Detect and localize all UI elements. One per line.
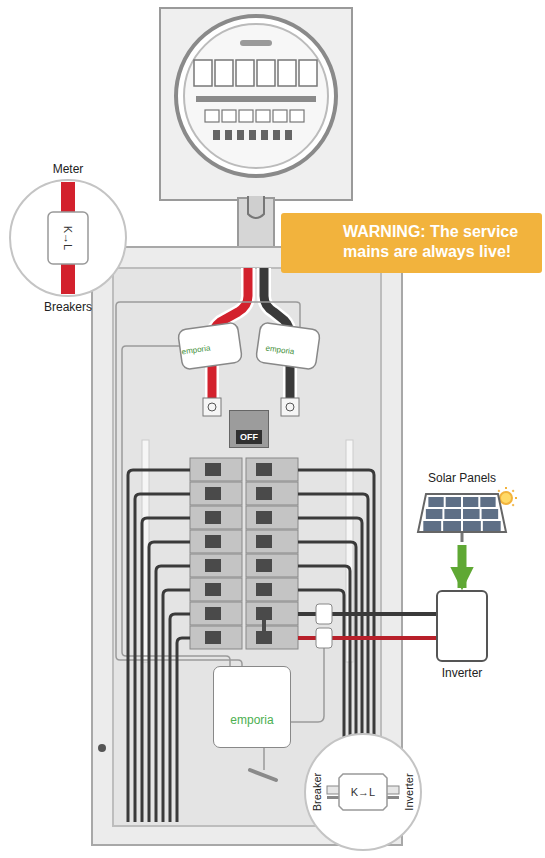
meter-bar (196, 96, 316, 102)
solar-label: Solar Panels (428, 471, 496, 485)
antenna (250, 770, 276, 780)
breaker-bank (190, 458, 298, 649)
meter-slot (240, 40, 272, 46)
breaker-state: OFF (236, 430, 262, 444)
inverter-ct (316, 604, 332, 648)
meter-registers (205, 110, 304, 122)
device-brand: emporia (230, 713, 273, 727)
inset-label: Inverter (403, 773, 415, 810)
inverter-label: Inverter (442, 666, 483, 680)
inset-label: Meter (53, 162, 84, 176)
main-breaker: OFF (229, 410, 269, 448)
meter-collar (248, 196, 264, 218)
solar-outline (418, 494, 506, 542)
current-transformer (178, 322, 321, 370)
ct-inset-meter: MeterK→LBreakers (8, 178, 128, 298)
warning-text: WARNING: The service mains are always li… (343, 222, 534, 262)
ct-lead (116, 302, 324, 770)
panel-screw (98, 744, 106, 752)
inverter-box: Inverter (436, 590, 488, 662)
inset-label: Breaker (311, 773, 323, 812)
meter-digits (194, 60, 317, 86)
meter-dots (213, 130, 292, 140)
meter-dial (176, 16, 336, 176)
ct-direction: K→L (351, 786, 375, 798)
ct-brand: emporia (265, 344, 295, 357)
meter-face (184, 24, 328, 168)
warning-box: WARNING: The service mains are always li… (281, 213, 542, 273)
solar-panels: Solar Panels (418, 494, 506, 542)
ct-direction: K→L (62, 226, 74, 250)
inset-label: Breakers (44, 300, 92, 314)
ct-brand: emporia (181, 344, 211, 357)
flow-arrow (458, 545, 467, 588)
meter-box (160, 8, 352, 200)
emporia-monitor: emporia (213, 666, 291, 748)
ct-inset-inverter: Breaker K→L Inverter (303, 732, 423, 852)
